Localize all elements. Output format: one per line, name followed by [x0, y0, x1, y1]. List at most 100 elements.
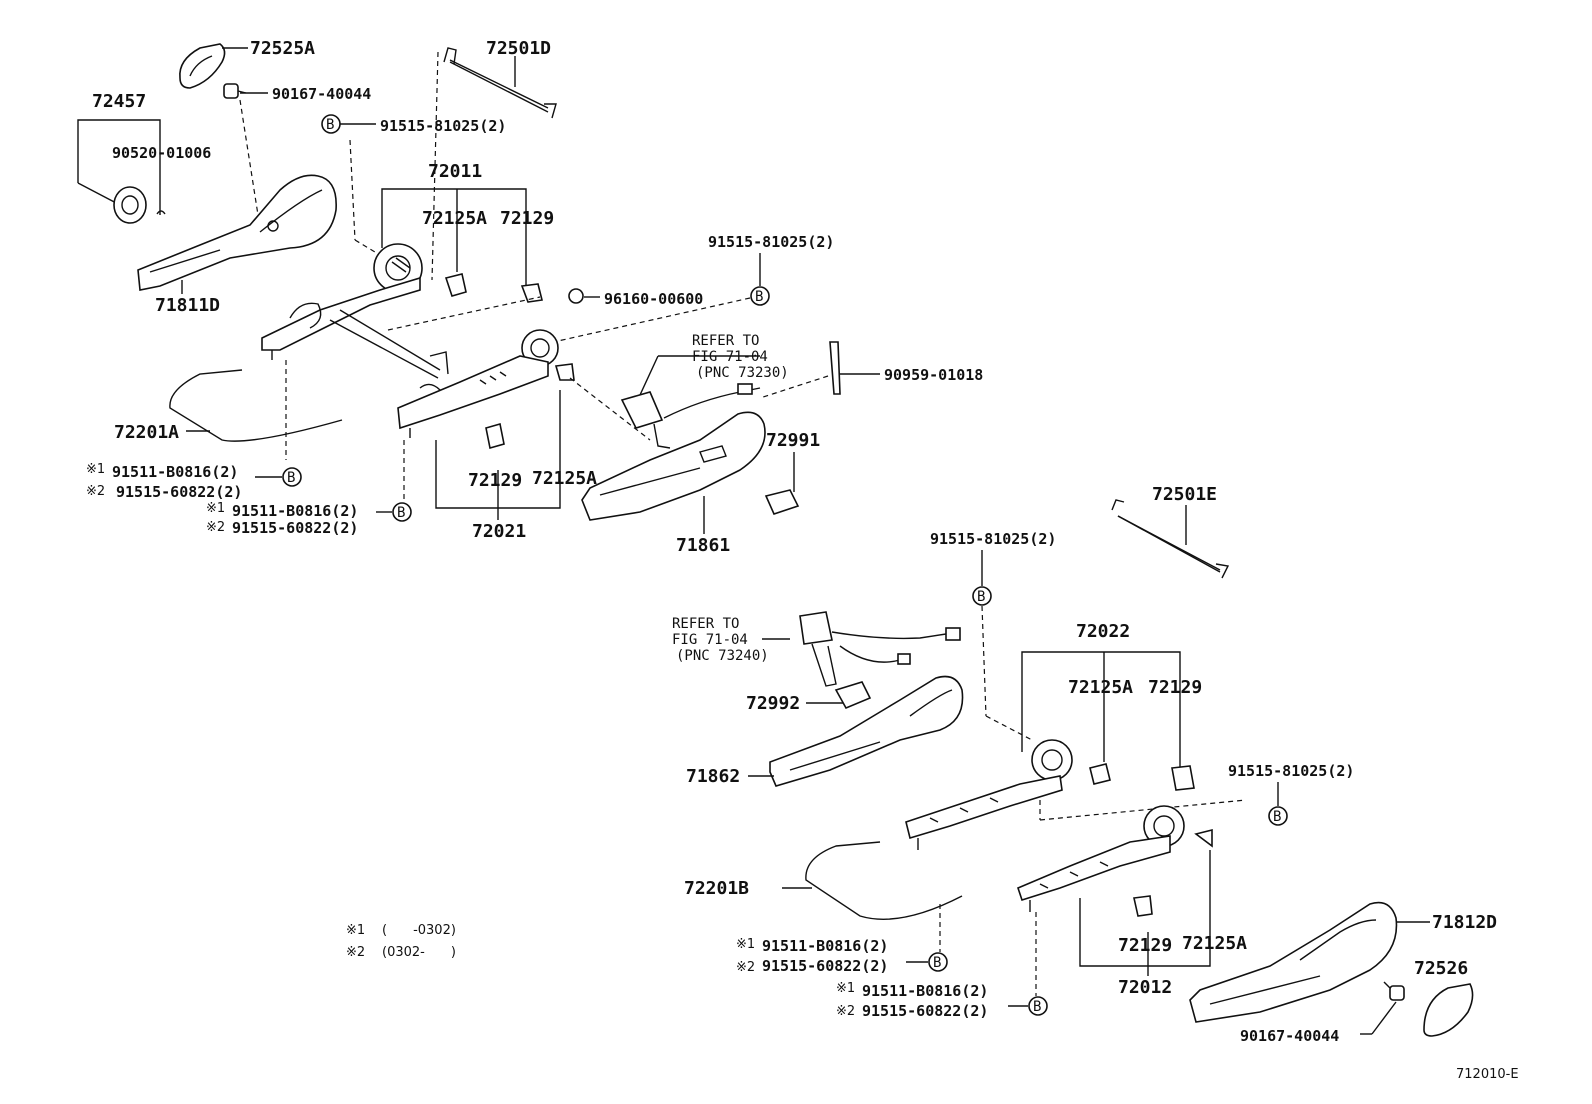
label-91515-60822-a: 91515-60822(2): [116, 483, 242, 501]
legend-note2-range: (0302- ): [382, 945, 456, 960]
svg-text:B: B: [1033, 999, 1041, 1015]
label-72201B: 72201B: [684, 878, 749, 899]
part-72525A-cover[interactable]: [179, 43, 226, 89]
label-72129-b: 72129: [468, 470, 522, 491]
label-72011: 72011: [428, 161, 482, 182]
svg-text:B: B: [326, 117, 334, 133]
part-72129-clip-b[interactable]: [485, 422, 505, 450]
label-91515-81025-d: 91515-81025(2): [1228, 762, 1354, 780]
label-71812D: 71812D: [1432, 912, 1497, 933]
bolt-ref-b-1[interactable]: B: [321, 114, 341, 134]
svg-text:B: B: [933, 955, 941, 971]
refer-2-line1: REFER TO: [672, 616, 739, 632]
label-91511-a: 91511-B0816(2): [112, 463, 238, 481]
label-72501E: 72501E: [1152, 484, 1217, 505]
bolt-ref-b-8[interactable]: B: [1028, 996, 1048, 1016]
label-72501D: 72501D: [486, 38, 551, 59]
bolt-ref-b-2[interactable]: B: [750, 286, 770, 306]
part-72526-cover[interactable]: [1423, 983, 1474, 1037]
bolt-ref-b-4[interactable]: B: [392, 502, 412, 522]
svg-text:※1: ※1: [836, 981, 855, 996]
label-71862: 71862: [686, 766, 740, 787]
label-72129-a: 72129: [500, 208, 554, 229]
label-90167-top: 90167-40044: [272, 85, 371, 103]
label-72129-c: 72129: [1148, 677, 1202, 698]
part-72501D-rod[interactable]: [443, 47, 557, 119]
svg-text:※2: ※2: [86, 484, 105, 499]
svg-text:※1: ※1: [346, 923, 365, 938]
legend-note1-range: ( -0302): [382, 923, 456, 938]
svg-text:※2: ※2: [206, 520, 225, 535]
part-72457-knob[interactable]: [113, 186, 147, 224]
svg-text:※2: ※2: [346, 945, 365, 960]
label-72125A-c: 72125A: [1068, 677, 1133, 698]
part-72012-track[interactable]: [1017, 805, 1213, 912]
label-72457: 72457: [92, 91, 146, 112]
svg-text:B: B: [755, 289, 763, 305]
label-72021: 72021: [472, 521, 526, 542]
svg-text:※1: ※1: [206, 501, 225, 516]
part-71862-cover[interactable]: [769, 675, 964, 787]
part-72201B-wire[interactable]: [805, 841, 963, 920]
part-72129-clip-d[interactable]: [1133, 895, 1153, 917]
seatbelt-buckle-1[interactable]: [620, 383, 761, 449]
part-71861-cover[interactable]: [581, 411, 766, 521]
part-72022-adjuster[interactable]: [905, 739, 1073, 850]
label-91511-b: 91511-B0816(2): [232, 502, 358, 520]
label-72012: 72012: [1118, 977, 1172, 998]
label-91511-c: 91511-B0816(2): [762, 937, 888, 955]
part-71811D-cover[interactable]: [137, 174, 337, 291]
label-71811D: 71811D: [155, 295, 220, 316]
figure-id: 712010-E: [1456, 1067, 1519, 1082]
part-72129-clip-c[interactable]: [1171, 765, 1195, 791]
svg-text:※1: ※1: [736, 937, 755, 952]
label-91515-81025-c: 91515-81025(2): [930, 530, 1056, 548]
part-71812D-cover[interactable]: [1189, 901, 1398, 1023]
label-91515-81025-b: 91515-81025(2): [708, 233, 834, 251]
bolt-ref-b-5[interactable]: B: [972, 586, 992, 606]
svg-text:B: B: [977, 589, 985, 605]
svg-text:B: B: [397, 505, 405, 521]
label-91515-60822-b: 91515-60822(2): [232, 519, 358, 537]
label-72526: 72526: [1414, 958, 1468, 979]
label-72125A-d: 72125A: [1182, 933, 1247, 954]
part-72991-clip[interactable]: [764, 489, 800, 515]
label-96160: 96160-00600: [604, 290, 703, 308]
label-91515-81025-a: 91515-81025(2): [380, 117, 506, 135]
part-72501E-rod[interactable]: [1111, 499, 1230, 579]
bolt-ref-b-3[interactable]: B: [282, 467, 302, 487]
svg-text:B: B: [1273, 809, 1281, 825]
label-72125A-a: 72125A: [422, 208, 487, 229]
bolt-ref-b-6[interactable]: B: [1268, 806, 1288, 826]
label-90520: 90520-01006: [112, 144, 211, 162]
label-72022: 72022: [1076, 621, 1130, 642]
part-90959-tie[interactable]: [829, 341, 841, 395]
part-90167-screw-top[interactable]: [223, 83, 247, 99]
label-91515-60822-c: 91515-60822(2): [762, 957, 888, 975]
part-72129-clip-a[interactable]: [520, 283, 543, 303]
svg-text:※2: ※2: [836, 1004, 855, 1019]
label-72125A-b: 72125A: [532, 468, 597, 489]
part-72201A-wire[interactable]: [169, 369, 343, 442]
label-90167-bottom: 90167-40044: [1240, 1027, 1339, 1045]
part-72125A-clip-c[interactable]: [1089, 763, 1111, 785]
part-72992-clip[interactable]: [834, 681, 872, 710]
part-96160-ring[interactable]: [568, 288, 584, 304]
seatbelt-buckle-2[interactable]: [799, 611, 961, 687]
part-72125A-clip-a[interactable]: [444, 273, 467, 297]
bolt-ref-b-7[interactable]: B: [928, 952, 948, 972]
refer-1-line3: (PNC 73230): [696, 365, 789, 381]
label-71861: 71861: [676, 535, 730, 556]
label-91511-d: 91511-B0816(2): [862, 982, 988, 1000]
label-72991: 72991: [766, 430, 820, 451]
label-72201A: 72201A: [114, 422, 179, 443]
svg-text:B: B: [287, 470, 295, 486]
label-72525A: 72525A: [250, 38, 315, 59]
svg-text:※1: ※1: [86, 462, 105, 477]
part-90167-screw-bottom[interactable]: [1383, 981, 1405, 1001]
part-72011-adjuster[interactable]: [261, 243, 449, 379]
svg-text:※2: ※2: [736, 960, 755, 975]
part-72021-track[interactable]: [397, 329, 575, 438]
